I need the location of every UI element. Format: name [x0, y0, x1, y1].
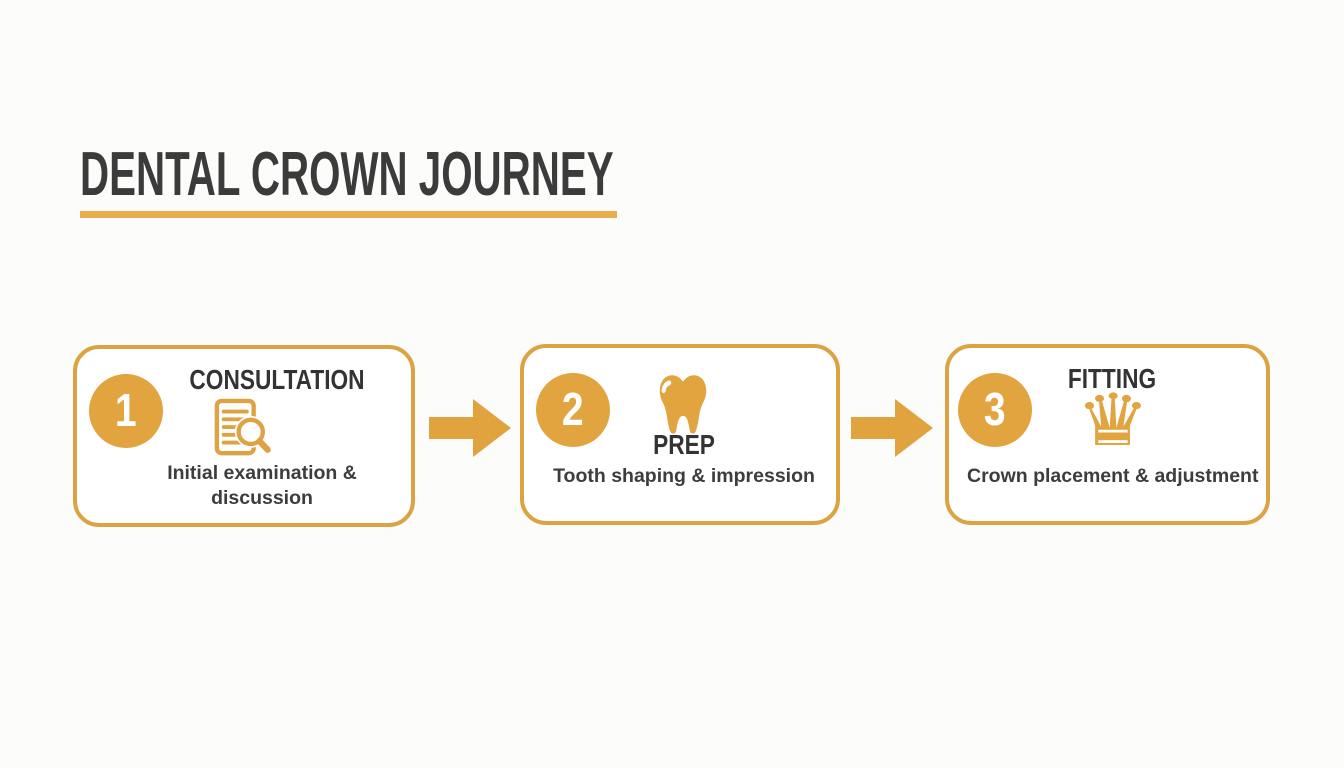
crown-icon: ♛	[1075, 378, 1151, 462]
step-2-number-badge: 2	[536, 373, 610, 447]
step-1-description: Initial examination & discussion	[167, 462, 357, 509]
title-underline	[80, 211, 617, 218]
step-3-number: 3	[984, 382, 1006, 435]
step-3-description: Crown placement & adjustment	[967, 465, 1259, 487]
step-1-number-badge: 1	[89, 374, 163, 448]
step-card-fitting: 3 FITTING ♛ Crown placement & adjustment	[945, 344, 1270, 525]
step-card-prep: 2 PREP Tooth shaping & impression	[520, 344, 840, 525]
page-title: DENTAL CROWN JOURNEY	[80, 140, 614, 209]
step-3-title: FITTING	[1067, 363, 1157, 394]
document-search-icon	[214, 398, 271, 456]
step-1-number: 1	[115, 383, 137, 436]
arrow-right-icon	[429, 399, 511, 457]
step-3-number-badge: 3	[958, 373, 1032, 447]
arrow-right-icon	[851, 399, 933, 457]
step-2-description: Tooth shaping & impression	[553, 465, 815, 487]
tooth-icon	[659, 375, 707, 434]
step-2-number: 2	[562, 382, 584, 435]
step-1-title: CONSULTATION	[189, 364, 365, 395]
step-2-title: PREP	[653, 429, 715, 460]
step-card-consultation: 1 CONSULTATION Initial examination & dis…	[73, 345, 415, 527]
